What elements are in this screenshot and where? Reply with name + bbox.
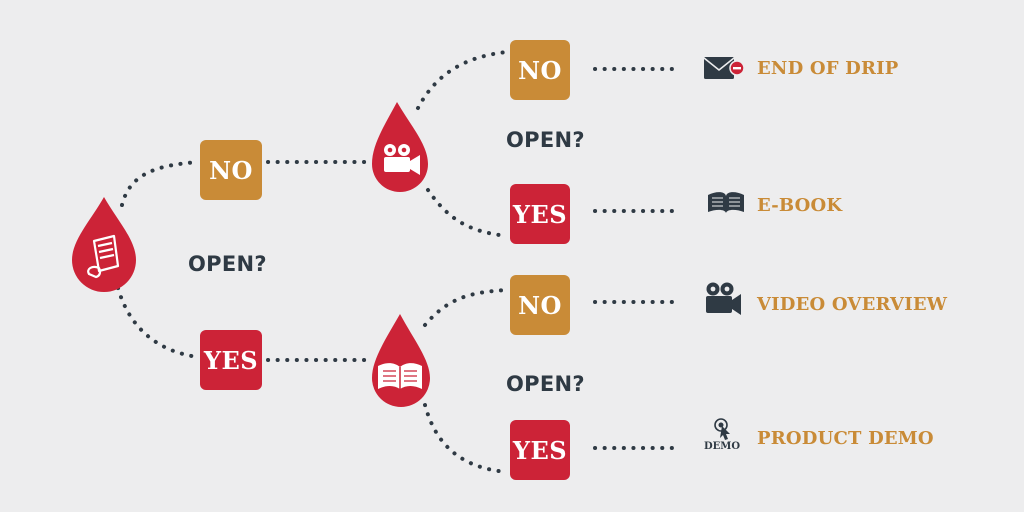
book-question-label: OPEN? bbox=[506, 372, 585, 396]
connector-root-to-yes bbox=[116, 286, 200, 359]
connector-video-drop-to-yes bbox=[426, 188, 509, 238]
scroll-letter-icon bbox=[87, 234, 120, 279]
connector-book-drop-to-yes bbox=[423, 403, 509, 474]
outcome-video-overview: VIDEO OVERVIEW bbox=[757, 294, 948, 315]
outcome-e-book: E-BOOK bbox=[757, 195, 843, 216]
open-book-icon bbox=[378, 363, 422, 389]
root-drop bbox=[72, 197, 136, 292]
outcome-product-demo: PRODUCT DEMO bbox=[757, 428, 934, 449]
outcome-end-of-drip: END OF DRIP bbox=[757, 58, 899, 79]
root-question-label: OPEN? bbox=[188, 252, 267, 276]
book-yes-box: YES bbox=[510, 420, 570, 480]
book-no-box: NO bbox=[510, 275, 570, 335]
connector-root-to-no bbox=[120, 160, 200, 207]
video-no-box: NO bbox=[510, 40, 570, 100]
video-drop bbox=[372, 102, 428, 192]
root-no-box: NO bbox=[200, 140, 262, 200]
connector-video-drop-to-no bbox=[416, 50, 509, 110]
video-yes-box: YES bbox=[510, 184, 570, 244]
video-question-label: OPEN? bbox=[506, 128, 585, 152]
book-drop bbox=[372, 314, 430, 407]
demo-click-icon: DEMO bbox=[704, 418, 740, 452]
demo-icon-text: DEMO bbox=[704, 441, 740, 452]
open-book-icon bbox=[708, 192, 744, 213]
envelope-minus-icon bbox=[703, 57, 745, 79]
root-yes-box: YES bbox=[200, 330, 262, 390]
connector-book-drop-to-no bbox=[423, 288, 509, 327]
